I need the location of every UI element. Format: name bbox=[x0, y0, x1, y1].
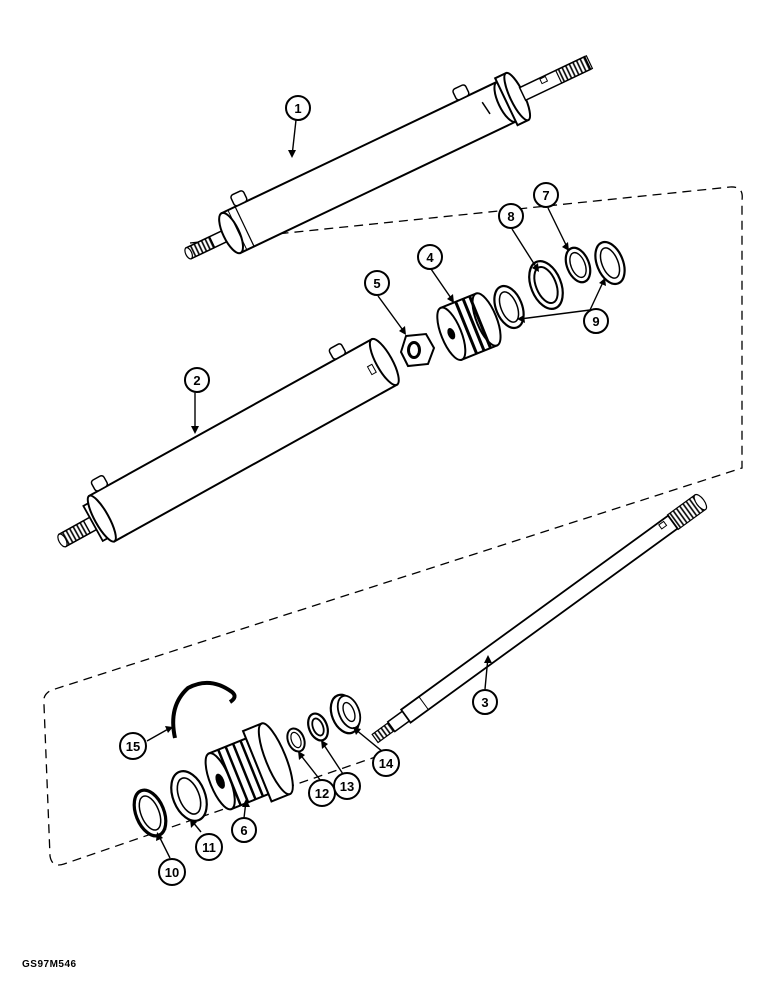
figure-reference-code: GS97M546 bbox=[22, 959, 77, 970]
callout-4: 4 bbox=[417, 244, 443, 270]
svg-text:6: 6 bbox=[240, 823, 247, 838]
assembly-boundary bbox=[43, 186, 743, 866]
ring-part-13 bbox=[307, 712, 329, 742]
svg-text:14: 14 bbox=[379, 756, 394, 771]
ring-part-8 bbox=[528, 260, 564, 310]
callout-13: 13 bbox=[333, 772, 361, 800]
svg-text:11: 11 bbox=[202, 840, 216, 855]
piston-part-4 bbox=[436, 292, 502, 362]
callout-3: 3 bbox=[472, 689, 498, 715]
callout-9: 9 bbox=[583, 308, 609, 334]
svg-text:2: 2 bbox=[193, 373, 200, 388]
piston-rod-part-3 bbox=[371, 493, 708, 744]
leader-lines bbox=[146, 119, 605, 859]
ring-part-11 bbox=[170, 770, 208, 822]
ring-part-10 bbox=[132, 788, 168, 838]
wiper-part-14 bbox=[329, 693, 362, 735]
callout-15: 15 bbox=[119, 732, 147, 760]
gland-part-6 bbox=[204, 722, 294, 811]
callout-12: 12 bbox=[308, 779, 336, 807]
svg-text:15: 15 bbox=[126, 739, 140, 754]
ring-part-12 bbox=[286, 727, 306, 753]
leader-arrowheads bbox=[156, 150, 606, 841]
cylinder-barrel-part-2 bbox=[57, 337, 400, 548]
svg-text:12: 12 bbox=[315, 786, 329, 801]
retaining-wire-part-15 bbox=[171, 680, 237, 739]
svg-text:10: 10 bbox=[165, 865, 179, 880]
callout-1: 1 bbox=[285, 95, 311, 121]
ring-part-9-a bbox=[493, 284, 525, 330]
svg-text:7: 7 bbox=[542, 188, 549, 203]
svg-text:9: 9 bbox=[592, 314, 599, 329]
svg-text:1: 1 bbox=[294, 101, 301, 116]
svg-text:8: 8 bbox=[507, 209, 514, 224]
nut-part-5 bbox=[399, 332, 436, 368]
callout-7: 7 bbox=[533, 182, 559, 208]
svg-text:4: 4 bbox=[426, 250, 434, 265]
callout-5: 5 bbox=[364, 270, 390, 296]
cylinder-assembly-part-1 bbox=[184, 55, 594, 260]
ring-part-7 bbox=[564, 246, 592, 284]
callout-10: 10 bbox=[158, 858, 186, 886]
callout-2: 2 bbox=[184, 367, 210, 393]
callout-8: 8 bbox=[498, 203, 524, 229]
callout-14: 14 bbox=[372, 749, 400, 777]
svg-text:3: 3 bbox=[481, 695, 488, 710]
ring-part-9-b bbox=[594, 240, 626, 286]
svg-text:13: 13 bbox=[340, 779, 354, 794]
callout-11: 11 bbox=[195, 833, 223, 861]
svg-text:5: 5 bbox=[373, 276, 380, 291]
callout-6: 6 bbox=[231, 817, 257, 843]
